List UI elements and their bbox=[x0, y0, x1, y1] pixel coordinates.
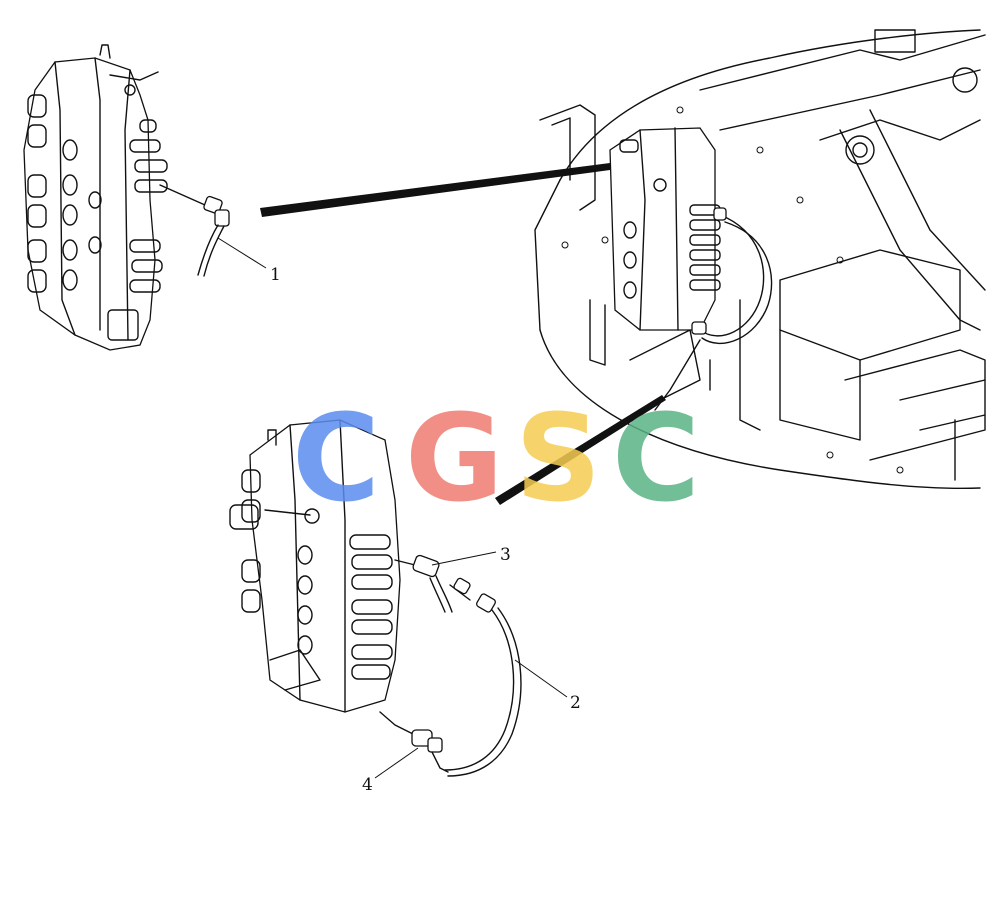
callout-4: 4 bbox=[362, 775, 373, 795]
callout-2: 2 bbox=[570, 693, 581, 713]
leader-line-4 bbox=[374, 747, 419, 779]
machine-frame-upper-right bbox=[534, 29, 986, 489]
leader-line-1 bbox=[217, 237, 267, 269]
control-valve-upper-left bbox=[23, 44, 230, 351]
leader-line-2 bbox=[514, 659, 568, 698]
callout-1: 1 bbox=[270, 265, 281, 285]
callout-3: 3 bbox=[500, 545, 511, 565]
connector-arrow-lower bbox=[495, 395, 666, 505]
connector-arrow-upper bbox=[260, 163, 610, 217]
watermark-letter-s: S bbox=[515, 390, 601, 529]
control-valve-lower bbox=[229, 419, 522, 777]
leader-line-3 bbox=[431, 551, 497, 566]
watermark-logo: C G S C bbox=[292, 390, 700, 529]
watermark-letter-c1: C bbox=[292, 390, 380, 529]
watermark-letter-c2: C bbox=[612, 390, 700, 529]
watermark-letter-g: G bbox=[405, 390, 504, 529]
